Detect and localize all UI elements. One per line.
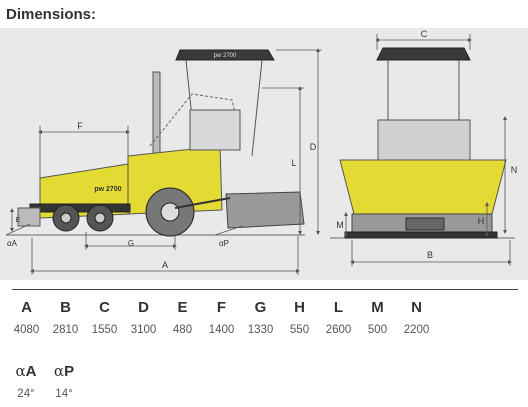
header-cell: αA	[7, 357, 45, 385]
dim-label-F: F	[77, 121, 83, 131]
value-cell: 500	[367, 324, 388, 336]
dim-label-B: B	[427, 250, 433, 260]
dimensions-header-row: A B C D E F G H L M N	[7, 293, 436, 321]
front-canopy-shape	[376, 47, 471, 61]
header-cell: L	[333, 298, 344, 316]
dim-label-E: E	[16, 217, 21, 224]
front-dimension-labels: C N H M B	[336, 29, 517, 260]
dim-label-H: H	[478, 216, 485, 226]
header-cell: E	[177, 298, 188, 316]
roof-model-label: pw 2700	[214, 53, 237, 59]
alpha-symbol: α	[15, 362, 26, 380]
angle-label-alpha-A: αA	[7, 239, 18, 248]
dimensions-value-row: 4080 2810 1550 3100 480 1400 1330 550 26…	[7, 321, 436, 339]
angles-table: αA αP 24° 14°	[7, 357, 83, 403]
dim-label-M: M	[336, 220, 344, 230]
value-cell: 1550	[91, 324, 118, 336]
angle-letter: A	[25, 363, 37, 380]
value-cell: 14°	[55, 388, 73, 400]
angle-letter: P	[64, 363, 75, 380]
dim-label-N: N	[511, 165, 518, 175]
exhaust-stack-shape	[152, 71, 161, 157]
value-cell: 480	[172, 324, 193, 336]
value-cell: 24°	[17, 388, 35, 400]
dim-label-L: L	[291, 158, 296, 168]
side-view	[6, 49, 305, 237]
header-cell: N	[411, 298, 422, 316]
header-cell: H	[294, 298, 305, 316]
front-dimensions	[344, 34, 512, 266]
header-cell: M	[371, 298, 384, 316]
front-view	[330, 47, 515, 239]
side-dimensions	[5, 48, 322, 275]
alpha-symbol: α	[53, 362, 65, 380]
model-plate: pw 2700	[94, 186, 121, 193]
value-cell: 4080	[13, 324, 40, 336]
angles-header-row: αA αP	[7, 357, 83, 385]
header-cell: D	[138, 298, 149, 316]
separator-line	[12, 289, 518, 290]
value-cell: 550	[289, 324, 310, 336]
paver-drawing: F L D G A E αA αP pw 2700 pw 2700	[5, 29, 517, 275]
value-cell: 1400	[208, 324, 235, 336]
header-cell: A	[21, 298, 32, 316]
section-heading: Dimensions:	[6, 6, 97, 23]
value-cell: 1330	[247, 324, 274, 336]
value-cell: 2810	[52, 324, 79, 336]
canopy-roof-shape	[175, 49, 275, 61]
side-dimension-labels: F L D G A E αA αP pw 2700 pw 2700	[7, 53, 317, 270]
dim-label-C: C	[421, 29, 428, 39]
header-cell: C	[99, 298, 110, 316]
value-cell: 2200	[403, 324, 430, 336]
screed-shape	[225, 191, 305, 229]
value-cell: 2600	[325, 324, 352, 336]
header-cell: F	[216, 298, 227, 316]
dimensions-table: A B C D E F G H L M N 4080 2810 1550 310…	[7, 293, 436, 339]
angles-value-row: 24° 14°	[7, 385, 83, 403]
dim-label-G: G	[128, 239, 134, 248]
header-cell: αP	[45, 357, 83, 385]
header-cell: G	[254, 298, 267, 316]
dimension-drawing: F L D G A E αA αP pw 2700 pw 2700	[0, 28, 528, 280]
angle-label-alpha-P: αP	[219, 239, 229, 248]
front-hopper-shape	[339, 159, 507, 215]
value-cell: 3100	[130, 324, 157, 336]
dim-label-A: A	[162, 260, 168, 270]
header-cell: B	[60, 298, 71, 316]
dim-label-D: D	[310, 142, 317, 152]
